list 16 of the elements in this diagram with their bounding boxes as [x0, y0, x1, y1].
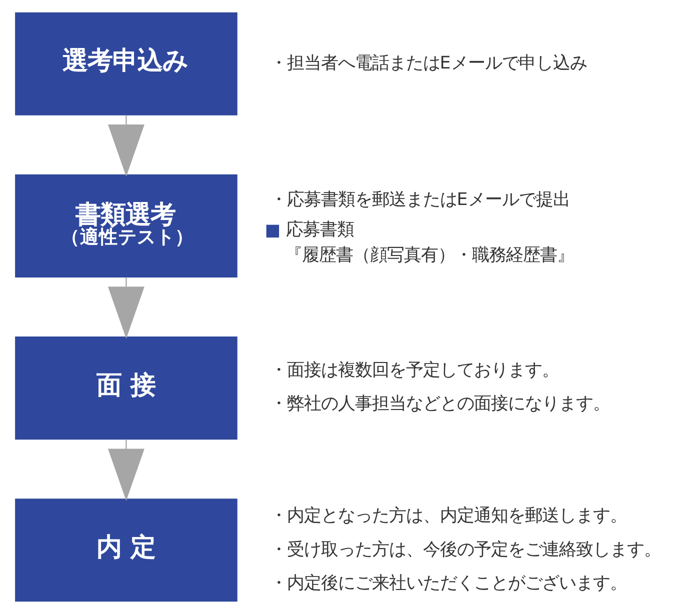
node-label: 『履歴書（顔写真有）・職務経歴書』: [284, 246, 574, 266]
node-label: 応募書類: [286, 220, 354, 240]
node-label: ・内定となった方は、内定通知を郵送します。: [270, 506, 627, 526]
node-box: 選考申込み: [15, 12, 238, 116]
node-box: 面 接: [15, 336, 238, 440]
node-box: 書類選考 （適性テスト）: [15, 174, 238, 278]
node-label: ・内定後にご来社いただくことがございます。: [270, 573, 627, 594]
node-label: ・弊社の人事担当などとの面接になります。: [270, 394, 610, 414]
node-label: ・面接は複数回を予定しております。: [270, 360, 559, 380]
arrow: [108, 277, 144, 339]
node-label: ・受け取った方は、今後の予定をご連絡致します。: [270, 540, 661, 560]
node-label: ・応募書類を郵送またはEメールで提出: [270, 190, 570, 210]
arrow: [108, 115, 144, 177]
node-box: 内 定: [15, 498, 238, 602]
node-label: ・担当者へ電話またはEメールで申し込み: [270, 53, 587, 74]
arrow: [108, 439, 144, 501]
